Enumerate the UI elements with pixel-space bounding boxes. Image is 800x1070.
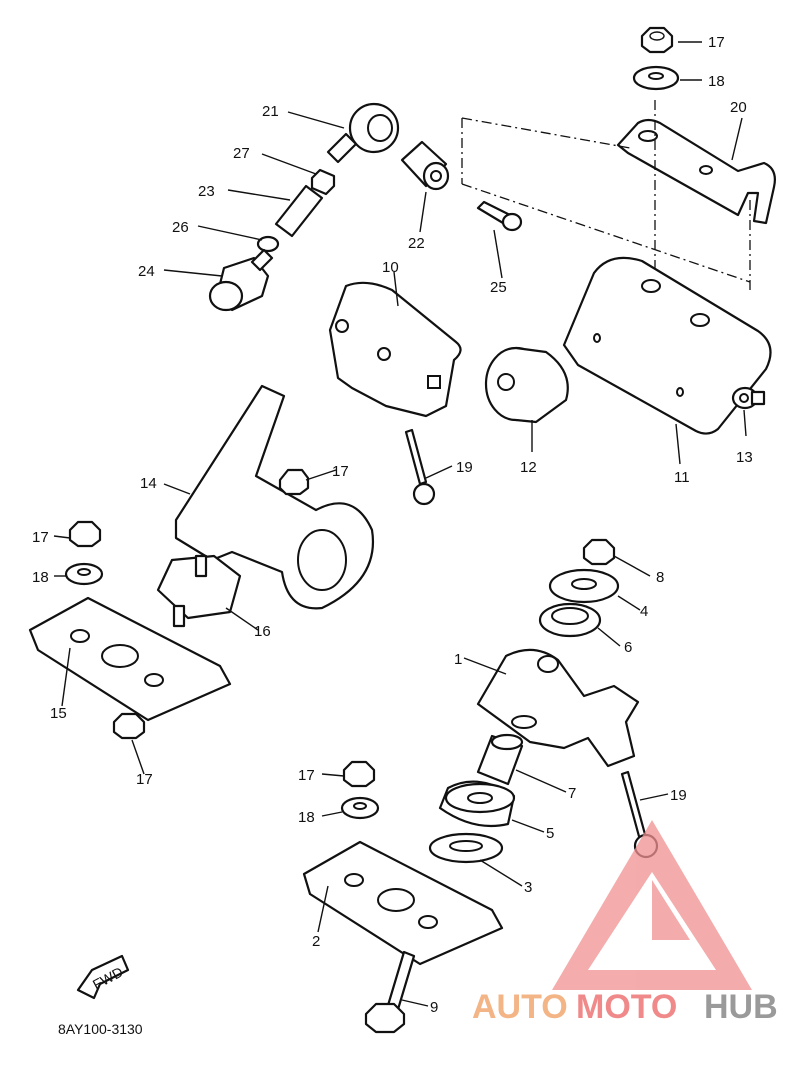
callout-14: 14 <box>140 475 157 492</box>
callout-19-upper: 19 <box>456 459 473 476</box>
watermark-logo <box>552 820 752 990</box>
part-23-rod <box>274 184 324 238</box>
callout-25: 25 <box>490 279 507 296</box>
watermark-auto: AUTO <box>472 988 568 1026</box>
part-12-mount <box>484 346 569 424</box>
part-27-nut <box>310 168 336 196</box>
leader-lines <box>53 41 747 1007</box>
part-14-bracket <box>174 384 375 610</box>
part-3-washer <box>428 832 504 864</box>
part-15-plate <box>28 596 232 722</box>
part-24-bolt <box>208 248 274 312</box>
callout-9: 9 <box>430 999 438 1016</box>
watermark-text: AUTO MOTO HUB <box>472 988 778 1026</box>
callout-3: 3 <box>524 879 532 896</box>
callout-18-lower: 18 <box>298 809 315 826</box>
part-17-nut-left <box>68 520 102 548</box>
part-17-nut-left-upper <box>278 468 310 496</box>
watermark-hub: HUB <box>704 988 778 1026</box>
part-6-bushing <box>538 602 602 638</box>
watermark-triangle-icon <box>552 820 752 990</box>
callout-10: 10 <box>382 259 399 276</box>
part-25-bolt <box>476 200 523 232</box>
part-19-stud-upper <box>404 428 436 506</box>
part-21-rod-end <box>326 102 400 164</box>
callout-labels: 17 18 20 21 27 23 26 24 22 25 10 12 11 1… <box>32 34 753 1016</box>
callout-21: 21 <box>262 103 279 120</box>
part-4-washer <box>548 568 620 604</box>
callout-5: 5 <box>546 825 554 842</box>
part-5-rubber <box>438 780 516 828</box>
callout-24: 24 <box>138 263 155 280</box>
callout-23: 23 <box>198 183 215 200</box>
callout-6: 6 <box>624 639 632 656</box>
part-16-mount <box>156 554 242 628</box>
part-18-washer-top <box>632 65 680 91</box>
part-17-nut-lower <box>342 760 376 788</box>
callout-1: 1 <box>454 651 462 668</box>
callout-19-lower: 19 <box>670 787 687 804</box>
callout-8: 8 <box>656 569 664 586</box>
callout-2: 2 <box>312 933 320 950</box>
part-18-washer-lower <box>340 796 380 820</box>
part-8-nut <box>582 538 616 566</box>
part-11-cover <box>562 256 772 435</box>
fwd-arrow-icon: FWD <box>76 954 130 1000</box>
part-17-nut-left-lower <box>112 712 146 740</box>
callout-18-left: 18 <box>32 569 49 586</box>
part-18-washer-left <box>64 562 104 586</box>
callout-17-mid: 17 <box>332 463 349 480</box>
part-10-bracket <box>328 281 462 418</box>
part-20-bracket <box>616 118 776 225</box>
callout-13: 13 <box>736 449 753 466</box>
part-17-nut-top <box>640 26 674 54</box>
part-7-sleeve <box>476 733 524 786</box>
callout-22: 22 <box>408 235 425 252</box>
callout-18: 18 <box>708 73 725 90</box>
callout-12: 12 <box>520 459 537 476</box>
callout-17-left-lower: 17 <box>136 771 153 788</box>
part-9-bolt <box>364 950 416 1034</box>
callout-20: 20 <box>730 99 747 116</box>
callout-11: 11 <box>674 469 690 486</box>
callout-7: 7 <box>568 785 576 802</box>
diagram-code: 8AY100-3130 <box>58 1021 143 1037</box>
part-13-bolt <box>731 386 766 410</box>
callout-26: 26 <box>172 219 189 236</box>
callout-17-lower: 17 <box>298 767 315 784</box>
callout-15: 15 <box>50 705 67 722</box>
part-1-bracket <box>476 648 640 768</box>
callout-16: 16 <box>254 623 271 640</box>
part-26-washer <box>256 235 280 253</box>
callout-27: 27 <box>233 145 250 162</box>
callout-17: 17 <box>708 34 725 51</box>
part-22-bushing <box>400 140 450 191</box>
watermark-moto: MOTO <box>576 988 677 1026</box>
callout-17-left: 17 <box>32 529 49 546</box>
callout-4: 4 <box>640 603 648 620</box>
part-2-plate <box>302 840 504 966</box>
